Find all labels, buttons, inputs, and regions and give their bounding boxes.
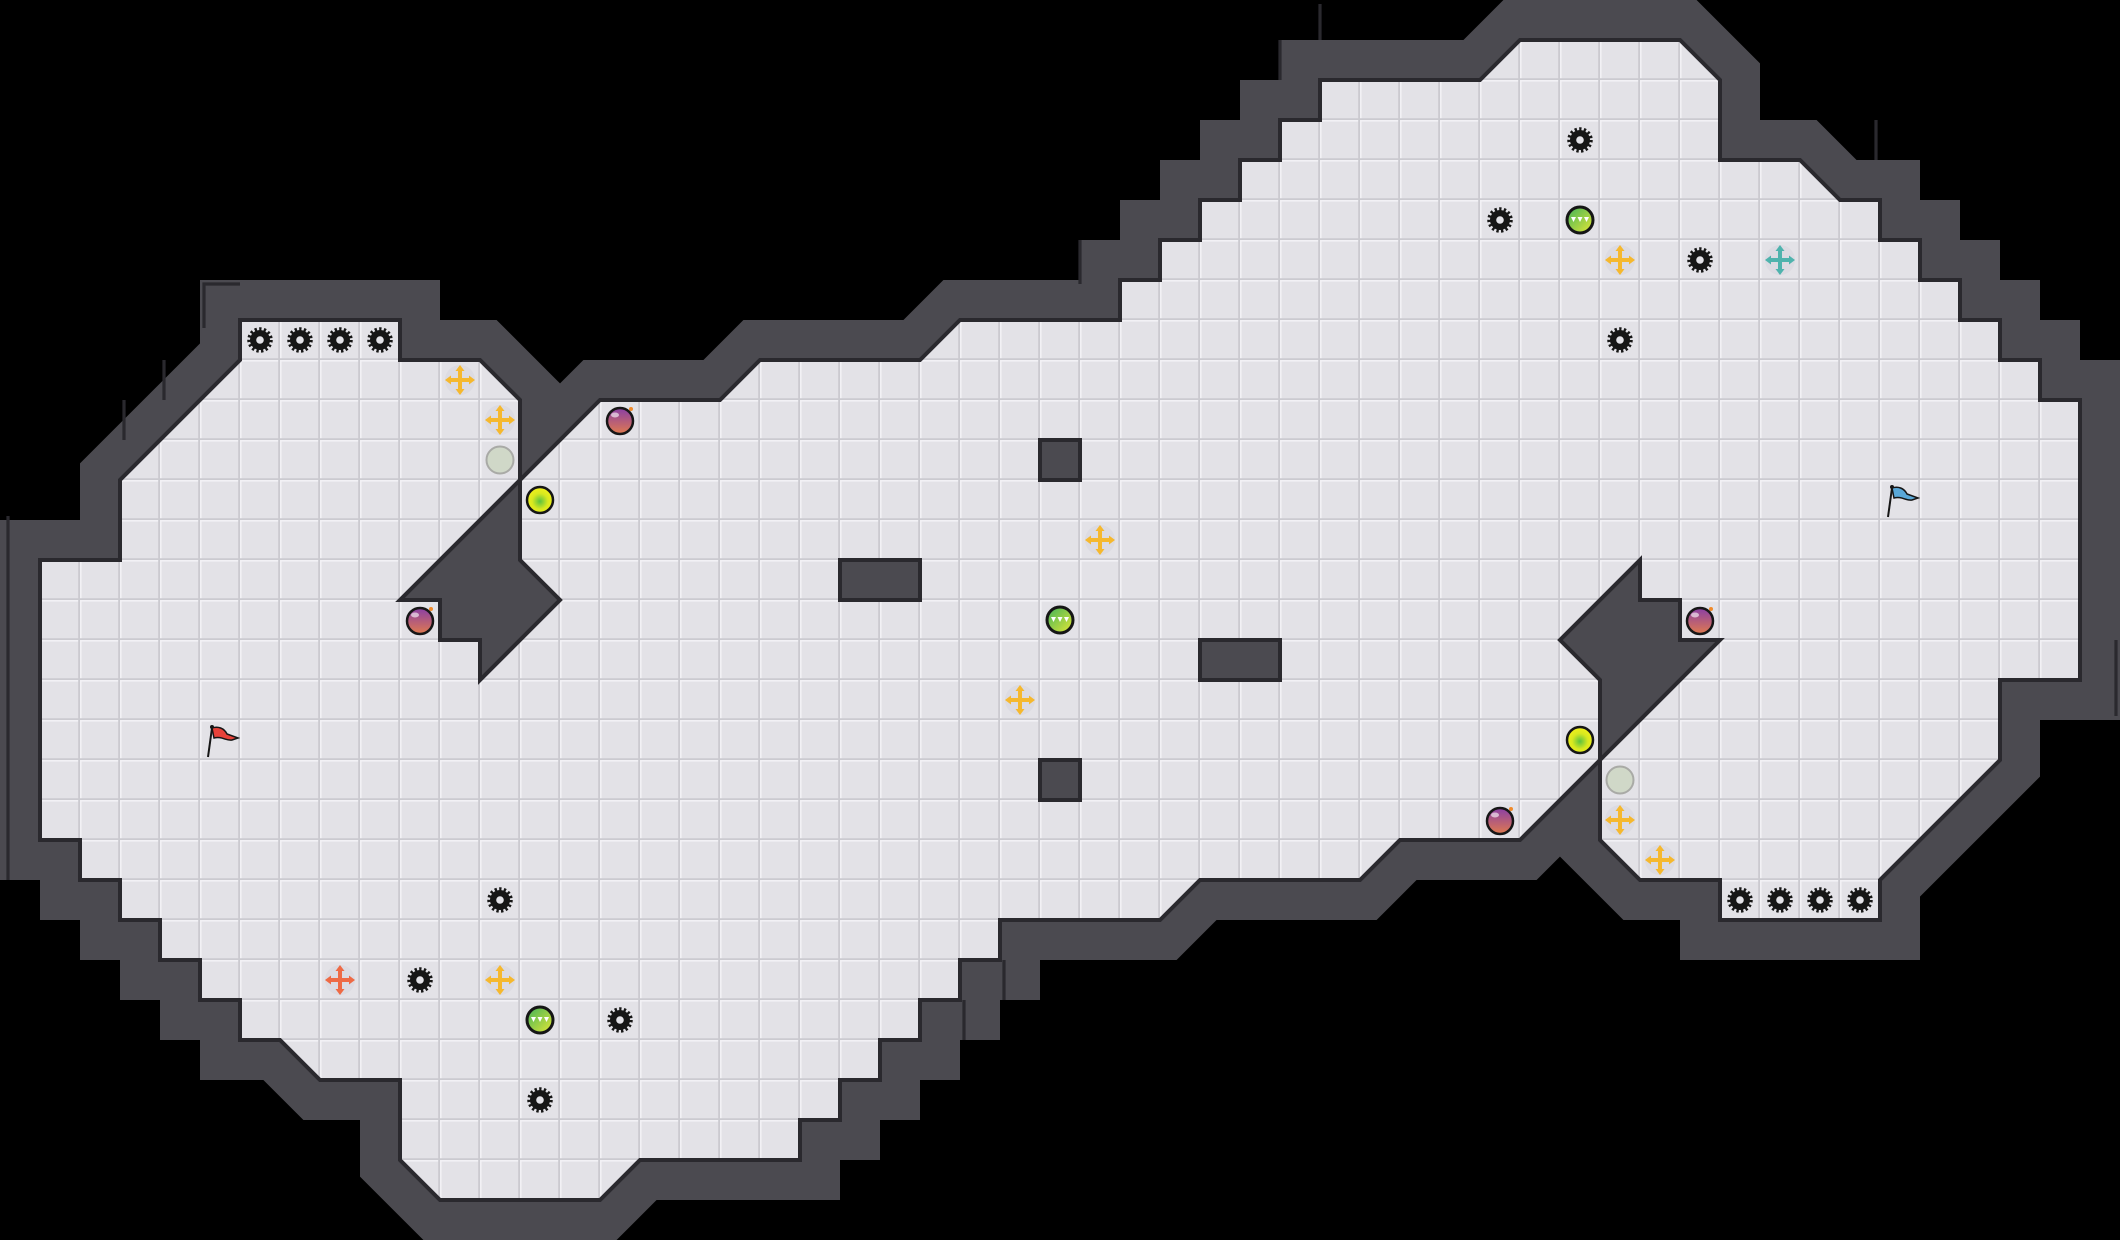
- move-pad-yellow-icon[interactable]: [485, 965, 515, 995]
- move-pad-yellow-icon[interactable]: [1085, 525, 1115, 555]
- wall-obstacle-left: [395, 475, 563, 685]
- move-pad-yellow-icon[interactable]: [1005, 685, 1035, 715]
- wall-block: [838, 558, 922, 602]
- bomb-icon: [1485, 805, 1515, 836]
- wall-block: [1038, 438, 1082, 482]
- move-pad-yellow-icon[interactable]: [1645, 845, 1675, 875]
- bomb-icon: [1685, 605, 1715, 636]
- bomb-icon: [405, 605, 435, 636]
- lime-orb-icon: [525, 485, 555, 515]
- speed-orb-icon: [525, 1005, 555, 1035]
- wall-block: [1198, 638, 1282, 682]
- wall-block: [1038, 758, 1082, 802]
- lime-orb-icon: [1565, 725, 1595, 755]
- wall-stair-detail: [6, 4, 2118, 1040]
- move-pad-red-icon[interactable]: [325, 965, 355, 995]
- move-pad-yellow-icon[interactable]: [1605, 245, 1635, 275]
- bomb-icon: [605, 405, 635, 436]
- move-pad-yellow-icon[interactable]: [485, 405, 515, 435]
- move-pad-yellow-icon[interactable]: [1605, 805, 1635, 835]
- pale-orb-icon: [1605, 765, 1635, 795]
- pale-orb-icon: [485, 445, 515, 475]
- wall-obstacle-right: [1557, 555, 1725, 765]
- speed-orb-icon: [1565, 205, 1595, 235]
- move-pad-teal-icon[interactable]: [1765, 245, 1795, 275]
- speed-orb-icon: [1045, 605, 1075, 635]
- move-pad-yellow-icon[interactable]: [445, 365, 475, 395]
